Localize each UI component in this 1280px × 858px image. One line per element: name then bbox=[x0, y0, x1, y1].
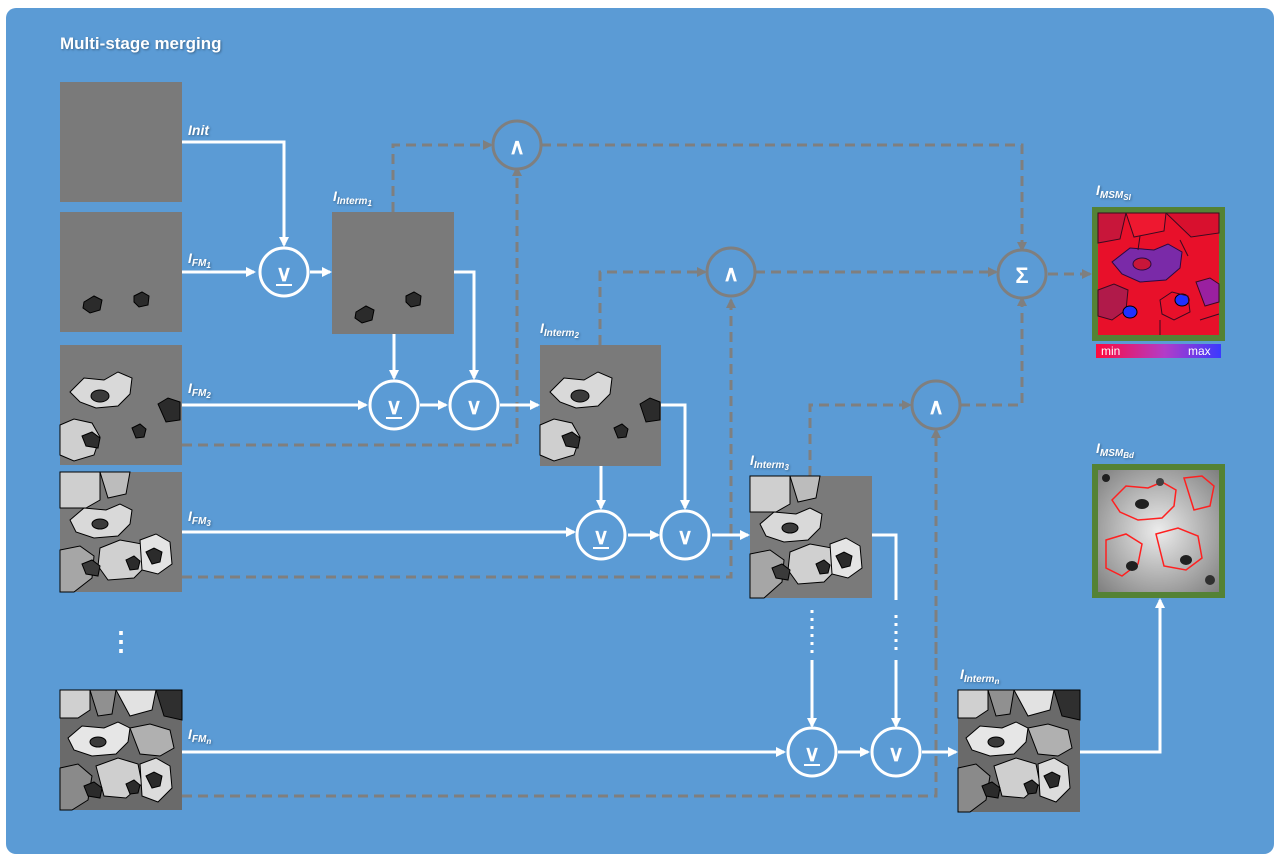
label-fm2-idx: 2 bbox=[206, 391, 211, 400]
label-msm-bd-base: I bbox=[1096, 440, 1100, 456]
label-intermn-sub: Interm bbox=[963, 674, 995, 685]
and-node-3: ∧ bbox=[910, 379, 962, 431]
dash-int1-to-and1 bbox=[391, 140, 493, 212]
label-msm-bd-idx: Bd bbox=[1123, 451, 1134, 460]
dashed-connections bbox=[182, 140, 1092, 798]
or-symbol-2: ∨ bbox=[466, 394, 482, 419]
label-fmn-idx: n bbox=[206, 737, 212, 746]
label-intermn: IIntermn bbox=[960, 666, 999, 686]
label-fm2-base: I bbox=[188, 380, 192, 396]
label-msm-si-base: I bbox=[1096, 182, 1100, 198]
label-fm3-idx: 3 bbox=[206, 519, 211, 528]
label-fm3-base: I bbox=[188, 508, 192, 524]
label-fm3: IFM3 bbox=[188, 508, 211, 528]
colorbar-max-label: max bbox=[1188, 344, 1211, 358]
and-node-1: ∧ bbox=[491, 119, 543, 171]
image-interm1 bbox=[332, 212, 454, 334]
arrow-int3-to-orn bbox=[872, 533, 896, 726]
label-interm1: IInterm1 bbox=[333, 188, 372, 208]
or-symbol-3: ∨ bbox=[677, 524, 693, 549]
label-msm-si: IMSMSI bbox=[1096, 182, 1131, 202]
solid-connections bbox=[182, 140, 1165, 757]
label-interm2-base: I bbox=[540, 320, 544, 336]
image-fm1 bbox=[60, 212, 182, 332]
image-msm-si bbox=[1092, 207, 1225, 341]
dash-int2-to-and2 bbox=[598, 267, 707, 345]
or-node-2: ∨ bbox=[448, 379, 500, 431]
label-interm1-sub: Interm bbox=[336, 196, 368, 207]
label-fmn-base: I bbox=[188, 726, 192, 742]
image-init bbox=[60, 82, 182, 202]
weak-or-node-2: ∨ bbox=[368, 379, 420, 431]
weak-or-symbol-2: ∨ bbox=[386, 394, 402, 419]
label-msm-si-idx: SI bbox=[1123, 193, 1131, 202]
label-msm-si-sub: MSM bbox=[1099, 190, 1124, 201]
or-node-3: ∨ bbox=[659, 509, 711, 561]
image-interm2 bbox=[539, 345, 661, 466]
label-fm1-idx: 1 bbox=[206, 261, 211, 270]
weak-or-node-3: ∨ bbox=[575, 509, 627, 561]
label-msm-bd-sub: MSM bbox=[1099, 448, 1124, 459]
colorbar bbox=[1096, 344, 1221, 358]
and-node-2: ∧ bbox=[705, 246, 757, 298]
label-interm3: IInterm3 bbox=[750, 452, 789, 472]
label-interm3-sub: Interm bbox=[753, 460, 785, 471]
label-fm2: IFM2 bbox=[188, 380, 211, 400]
label-interm1-idx: 1 bbox=[367, 199, 372, 208]
vertical-ellipsis: ⋮ bbox=[108, 626, 134, 656]
label-intermn-base: I bbox=[960, 666, 964, 682]
label-fm3-sub: FM bbox=[191, 516, 207, 527]
continuation-dots bbox=[810, 610, 898, 655]
label-interm2-sub: Interm bbox=[543, 328, 575, 339]
and-symbol-2: ∧ bbox=[723, 261, 739, 286]
arrow-intn-to-msmbd bbox=[1080, 598, 1165, 754]
label-interm2-idx: 2 bbox=[574, 331, 579, 340]
and-symbol-1: ∧ bbox=[509, 134, 525, 159]
dash-and1-to-sum bbox=[541, 143, 1027, 252]
weak-or-node-n: ∨ bbox=[786, 726, 838, 778]
image-fm3 bbox=[59, 471, 182, 593]
dash-and3-to-sum bbox=[960, 296, 1027, 407]
sum-symbol: Σ bbox=[1015, 263, 1028, 288]
weak-or-symbol-n: ∨ bbox=[804, 741, 820, 766]
label-intermn-idx: n bbox=[994, 677, 1000, 686]
image-fm2 bbox=[59, 345, 182, 465]
colorbar-min-label: min bbox=[1101, 344, 1121, 358]
arrow-int1-to-or2 bbox=[454, 270, 479, 380]
label-msm-bd: IMSMBd bbox=[1096, 440, 1134, 460]
dash-fm2-to-and1 bbox=[182, 166, 522, 447]
label-interm2: IInterm2 bbox=[540, 320, 579, 340]
dash-int3-to-and3 bbox=[808, 400, 912, 476]
label-fmn: IFMn bbox=[188, 726, 211, 746]
or-node-n: ∨ bbox=[870, 726, 922, 778]
image-intermn bbox=[957, 689, 1081, 813]
operator-nodes: ∨ ∨ ∨ ∨ ∨ ∨ bbox=[258, 119, 1048, 778]
dash-fmn-to-and3 bbox=[182, 428, 941, 798]
weak-or-node-1: ∨ bbox=[258, 246, 310, 298]
label-fm1: IFM1 bbox=[188, 250, 211, 270]
arrow-int2-to-or3 bbox=[661, 403, 690, 510]
weak-or-symbol-1: ∨ bbox=[276, 261, 292, 286]
diagram-title: Multi-stage merging bbox=[60, 34, 222, 53]
label-interm1-base: I bbox=[333, 188, 337, 204]
label-interm3-idx: 3 bbox=[784, 463, 789, 472]
image-fmn bbox=[59, 689, 183, 811]
or-symbol-n: ∨ bbox=[888, 741, 904, 766]
image-interm3 bbox=[749, 475, 872, 599]
weak-or-symbol-3: ∨ bbox=[593, 524, 609, 549]
label-fm1-base: I bbox=[188, 250, 192, 266]
image-msm-bd bbox=[1092, 464, 1225, 598]
label-fmn-sub: FM bbox=[191, 734, 207, 745]
dash-fm3-to-and2 bbox=[182, 298, 736, 579]
label-init: Init bbox=[188, 122, 209, 138]
label-fm1-sub: FM bbox=[191, 258, 207, 269]
label-interm3-base: I bbox=[750, 452, 754, 468]
arrow-init-to-wor1 bbox=[182, 140, 289, 247]
label-fm2-sub: FM bbox=[191, 388, 207, 399]
sum-node: Σ bbox=[996, 248, 1048, 300]
and-symbol-3: ∧ bbox=[928, 394, 944, 419]
